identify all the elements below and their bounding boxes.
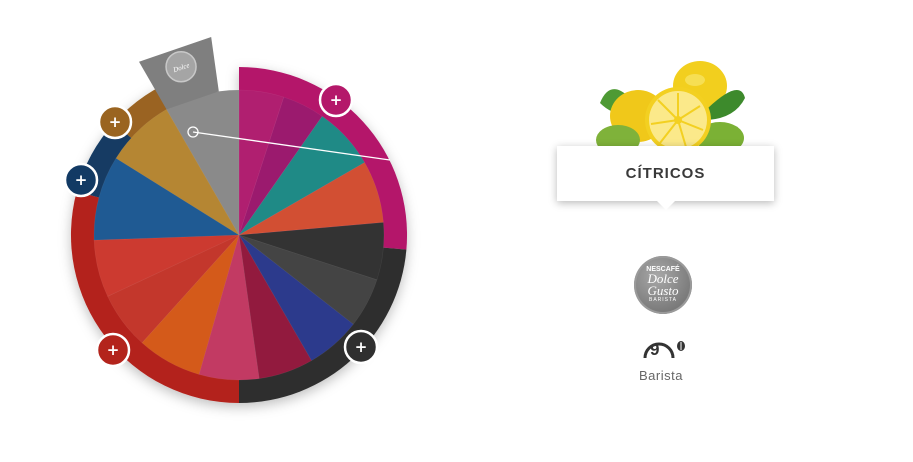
segment-red-2[interactable]: [93, 234, 240, 297]
plus-icon: +: [355, 338, 368, 356]
plus-buttons: + + + + +: [63, 82, 379, 368]
segment-blue[interactable]: [93, 157, 240, 241]
intensity-value: 9: [650, 340, 660, 359]
segment-crimson[interactable]: [238, 234, 312, 379]
add-dark-button[interactable]: +: [343, 329, 379, 365]
segment-teal[interactable]: [238, 115, 366, 236]
plus-icon: +: [75, 171, 88, 189]
segment-charcoal-2[interactable]: [238, 234, 378, 325]
segment-rose[interactable]: [198, 234, 260, 381]
plus-button-circle: [63, 162, 99, 198]
segment-purple[interactable]: [238, 96, 323, 236]
plus-button-circle: [95, 332, 131, 368]
product-line-label: Barista: [639, 368, 683, 383]
segment-red-1[interactable]: [107, 234, 240, 344]
add-red-button[interactable]: +: [95, 332, 131, 368]
pointer-line: [187, 126, 391, 161]
plus-icon: +: [109, 113, 122, 131]
segment-indigo[interactable]: [238, 234, 354, 362]
plus-button-circle: [343, 329, 379, 365]
citrus-fruits-image: [596, 61, 745, 153]
plus-icon: +: [330, 91, 343, 109]
selected-segment-tab[interactable]: Dolce: [139, 36, 219, 110]
segment-gold[interactable]: [115, 108, 240, 236]
brand-line-1: NESCAFÉ: [646, 266, 680, 273]
segment-orange-red[interactable]: [238, 162, 384, 236]
brand-line-4: BARISTA: [648, 297, 678, 303]
plus-button-circle: [318, 82, 354, 118]
category-label: CÍTRICOS: [625, 165, 706, 182]
category-tooltip: CÍTRICOS: [557, 146, 774, 210]
plus-button-circle: [97, 104, 133, 140]
plus-icon: +: [107, 341, 120, 359]
add-magenta-button[interactable]: +: [318, 82, 354, 118]
add-ochre-button[interactable]: +: [97, 104, 133, 140]
add-blue-button[interactable]: +: [63, 162, 99, 198]
inner-disc: [93, 89, 385, 381]
segment-orange[interactable]: [141, 234, 240, 375]
segment-charcoal-1[interactable]: [238, 222, 385, 281]
intensity-gauge-icon: [643, 341, 685, 359]
tab-logo-icon: [165, 50, 197, 83]
segment-magenta-1[interactable]: [238, 89, 285, 236]
